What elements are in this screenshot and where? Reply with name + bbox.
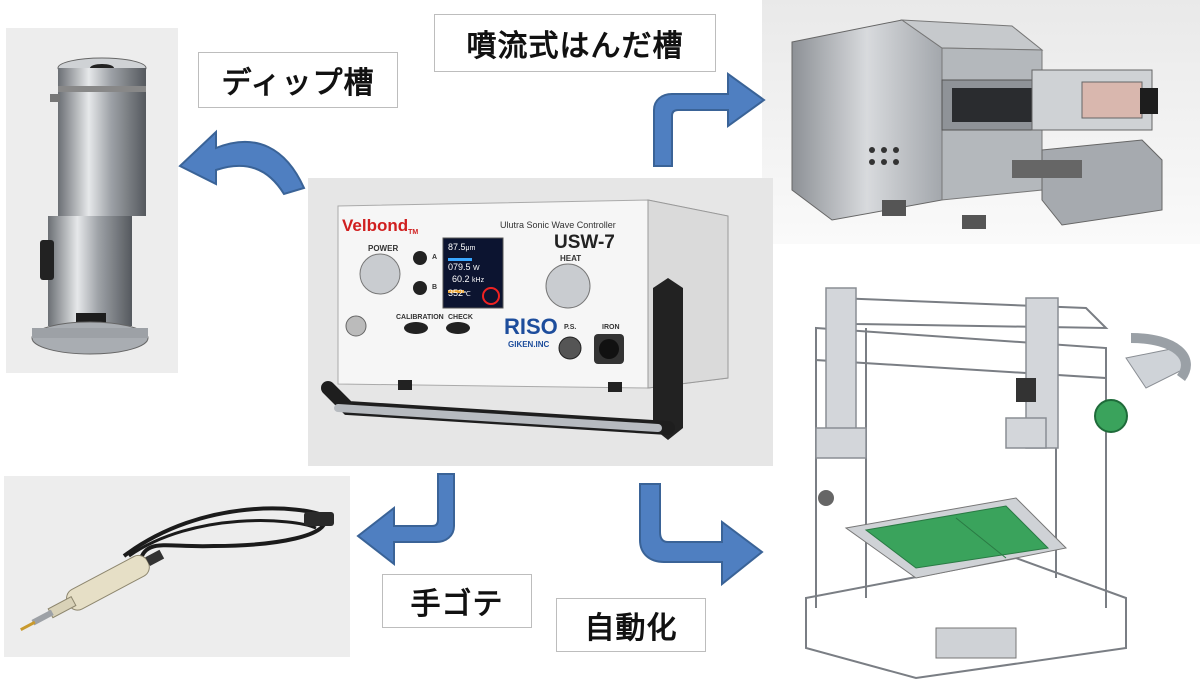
display-row-3: 60.2 kHz bbox=[452, 274, 485, 284]
button-a-label: A bbox=[432, 254, 438, 261]
automation-cad-illustration bbox=[776, 268, 1200, 687]
ps-label: P.S. bbox=[564, 324, 577, 331]
arrow-to-wave-tank-icon bbox=[653, 72, 766, 167]
model-name: USW-7 bbox=[554, 232, 615, 253]
display-row-1: 87.5μm bbox=[448, 242, 476, 252]
dip-tank-label: ディップ槽 bbox=[198, 52, 398, 108]
dip-tank-illustration bbox=[6, 28, 178, 373]
iron-label: IRON bbox=[602, 324, 620, 331]
check-label: CHECK bbox=[448, 314, 473, 321]
giken-label: GIKEN.INC bbox=[508, 340, 550, 349]
automation-cad-model bbox=[776, 268, 1200, 687]
arrow-to-soldering-iron-icon bbox=[356, 473, 455, 567]
automation-label: 自動化 bbox=[556, 598, 706, 652]
heat-label: HEAT bbox=[560, 254, 582, 263]
arrow-to-automation-icon bbox=[639, 483, 764, 587]
wave-solder-tank-label: 噴流式はんだ槽 bbox=[434, 14, 716, 72]
brand-name: Velbond bbox=[342, 216, 409, 235]
soldering-iron-photo bbox=[4, 476, 350, 657]
soldering-iron-label: 手ゴテ bbox=[382, 574, 532, 628]
power-label: POWER bbox=[368, 244, 399, 253]
wave-solder-tank-photo bbox=[762, 0, 1200, 244]
riso-logo: RISO bbox=[504, 314, 558, 339]
ultrasonic-controller-photo: VelbondTM Ulutra Sonic Wave Controller U… bbox=[308, 178, 773, 466]
button-b-label: B bbox=[432, 284, 438, 291]
dip-tank-photo bbox=[6, 28, 178, 373]
brand-tm: TM bbox=[408, 229, 419, 236]
display-row-2: 079.5 W bbox=[448, 262, 480, 272]
wave-solder-tank-illustration bbox=[762, 0, 1200, 244]
arrow-to-dip-tank-icon bbox=[178, 129, 306, 196]
controller-body bbox=[308, 178, 773, 466]
brand-logo: VelbondTM bbox=[342, 216, 418, 236]
soldering-iron-illustration bbox=[4, 476, 350, 657]
controller-title: Ulutra Sonic Wave Controller bbox=[500, 220, 616, 230]
calibration-label: CALIBRATION bbox=[396, 314, 444, 321]
display-row-4: 352℃ bbox=[448, 288, 471, 298]
